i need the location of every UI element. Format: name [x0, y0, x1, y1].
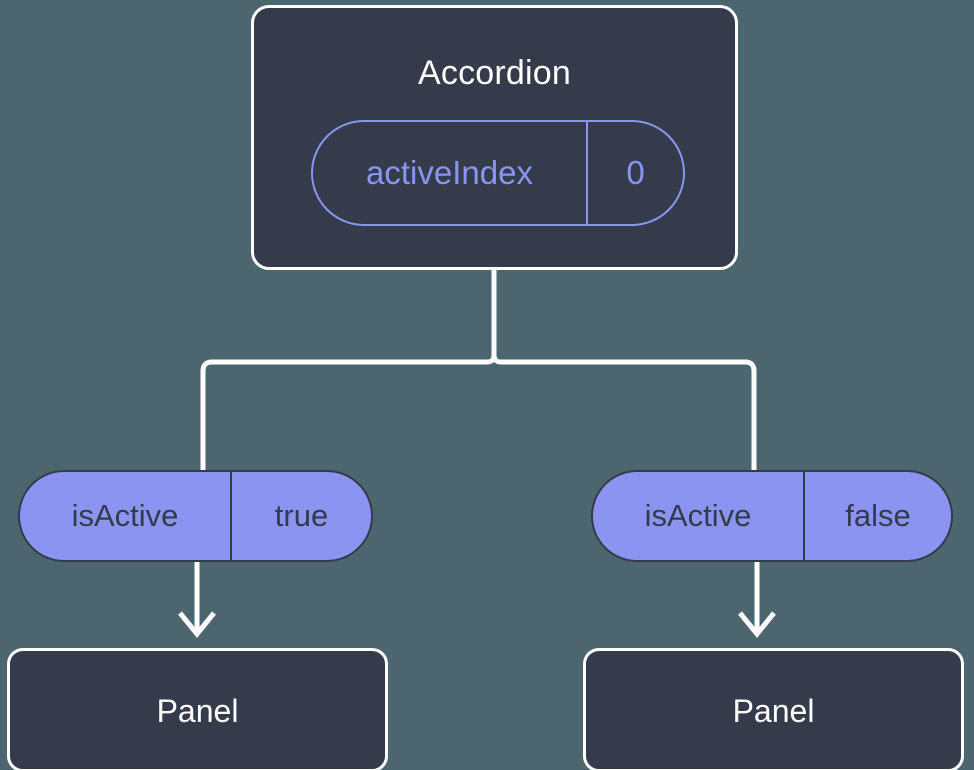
panel-title: Panel	[732, 693, 815, 729]
prop-value-label: true	[274, 498, 329, 533]
accordion-component-card[interactable]: Accordion activeIndex 0	[251, 5, 738, 270]
panel-card-right[interactable]: Panel	[583, 648, 964, 770]
accordion-title: Accordion	[418, 54, 571, 92]
panel-title: Panel	[156, 693, 239, 729]
prop-badge-is-active-false[interactable]: isActive false	[591, 470, 953, 562]
panel-card-left[interactable]: Panel	[7, 648, 388, 770]
prop-badge-active-index[interactable]: activeIndex 0	[311, 120, 685, 226]
prop-badge-is-active-true[interactable]: isActive true	[18, 470, 373, 562]
prop-key-label: isActive	[20, 472, 232, 560]
prop-key-label: isActive	[593, 472, 805, 560]
prop-key-label: activeIndex	[313, 122, 588, 224]
prop-value-label: 0	[626, 154, 645, 191]
prop-value-label: false	[845, 498, 911, 533]
